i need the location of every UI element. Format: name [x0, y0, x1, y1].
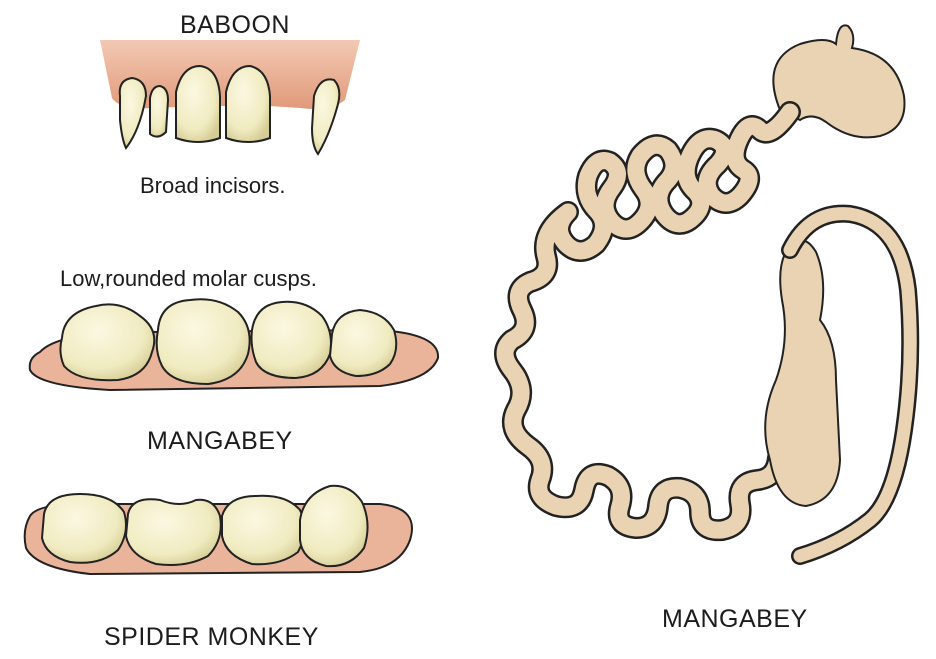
mangabey-molar-3 — [252, 302, 332, 378]
baboon-teeth-illustration — [100, 40, 360, 154]
gut-caecum — [765, 240, 840, 506]
mangabey-gut-label: MANGABEY — [662, 605, 808, 634]
baboon-incisor-2 — [226, 66, 270, 142]
spider-monkey-molar-2 — [126, 499, 221, 565]
mangabey-molars-illustration — [30, 299, 438, 390]
spider-monkey-label: SPIDER MONKEY — [104, 623, 319, 652]
mangabey-molar-2 — [157, 299, 250, 384]
baboon-lateral-tooth-left — [150, 86, 168, 137]
mangabey-gut-illustration — [505, 25, 910, 556]
spider-monkey-molars-illustration — [25, 486, 412, 574]
baboon-incisor-1 — [176, 66, 220, 142]
spider-monkey-molar-4 — [300, 486, 368, 566]
broad-incisors-label: Broad incisors. — [140, 173, 286, 199]
mangabey-molar-4 — [330, 310, 396, 376]
spider-monkey-molar-3 — [222, 496, 305, 564]
spider-monkey-molar-1 — [42, 494, 126, 563]
mangabey-molar-1 — [60, 304, 154, 380]
molar-cusps-label: Low,rounded molar cusps. — [60, 266, 317, 292]
baboon-label: BABOON — [180, 11, 290, 40]
baboon-left-canine — [120, 78, 146, 148]
mangabey-teeth-label: MANGABEY — [147, 427, 293, 456]
baboon-right-canine — [312, 79, 339, 154]
